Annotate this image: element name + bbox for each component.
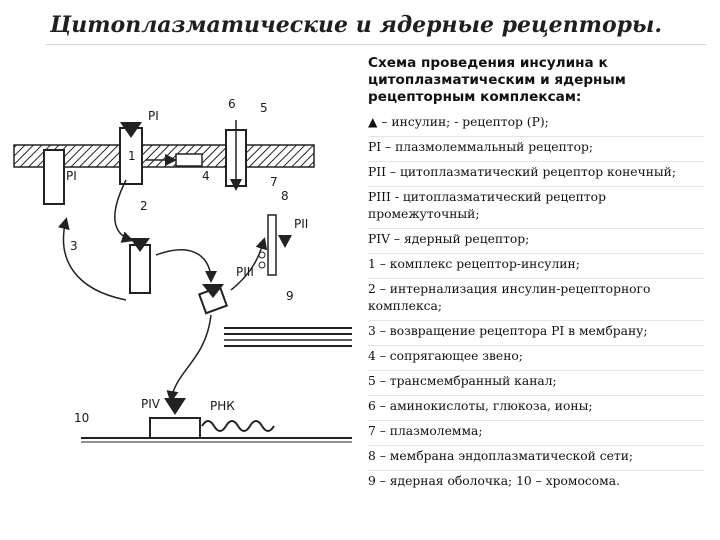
label-8: 8 [281, 189, 289, 203]
legend-item: ▲ – инсулин; - рецептор (Р); [368, 114, 704, 137]
label-6: 6 [228, 97, 236, 111]
coupling-element [175, 153, 203, 167]
text-panel: Схема проведения инсулина к цитоплазмати… [368, 55, 704, 497]
receptor-pi-free [43, 149, 65, 205]
legend-item: 1 – комплекс рецептор-инсулин; [368, 256, 704, 279]
label-5: 5 [260, 101, 268, 115]
label-9: 9 [286, 289, 294, 303]
label-pi-left: PI [66, 169, 77, 183]
legend-item: 7 – плазмолемма; [368, 423, 704, 446]
label-pi-top: PI [148, 109, 159, 123]
er-membrane [267, 214, 277, 276]
slide-title: Цитоплазматические и ядерные рецепторы. [50, 12, 663, 38]
legend-item: 6 – аминокислоты, глюкоза, ионы; [368, 398, 704, 421]
label-3: 3 [70, 239, 78, 253]
legend-item: PIV – ядерный рецептор; [368, 231, 704, 254]
legend-item: PIII - цитоплазматический рецептор проме… [368, 189, 704, 229]
legend-item: 5 – трансмембранный канал; [368, 373, 704, 396]
label-rnk: РНК [210, 399, 235, 413]
receptor-diagram: PI 6 5 1 PI 4 7 8 2 PII 3 PIII 9 PIV РНК… [6, 70, 352, 460]
insulin-marker [120, 122, 142, 138]
legend-list: ▲ – инсулин; - рецептор (Р); PI – плазмо… [368, 114, 704, 495]
label-2: 2 [140, 199, 148, 213]
label-4: 4 [202, 169, 210, 183]
rna-strand [201, 420, 275, 432]
legend-item: PII – цитоплазматический рецептор конечн… [368, 164, 704, 187]
panel-heading: Схема проведения инсулина к цитоплазмати… [368, 55, 626, 105]
label-piii: PIII [236, 265, 254, 279]
label-pii: PII [294, 217, 308, 231]
label-1: 1 [128, 149, 136, 163]
legend-item: 3 – возвращение рецептора PI в мембрану; [368, 323, 704, 346]
label-7: 7 [270, 175, 278, 189]
title-divider [46, 44, 706, 45]
legend-item: 9 – ядерная оболочка; 10 – хромосома. [368, 474, 620, 488]
label-10: 10 [74, 411, 89, 425]
legend-item: 4 – сопрягающее звено; [368, 348, 704, 371]
legend-item: PI – плазмолеммальный рецептор; [368, 139, 704, 162]
label-piv: PIV [141, 397, 161, 411]
receptor-pii [278, 235, 292, 248]
legend-item: 8 – мембрана эндоплазматической сети; [368, 448, 704, 471]
legend-item: 2 – интернализация инсулин-рецепторного … [368, 281, 704, 321]
receptor-pi-internalized [129, 244, 151, 294]
receptor-piv [149, 417, 201, 439]
